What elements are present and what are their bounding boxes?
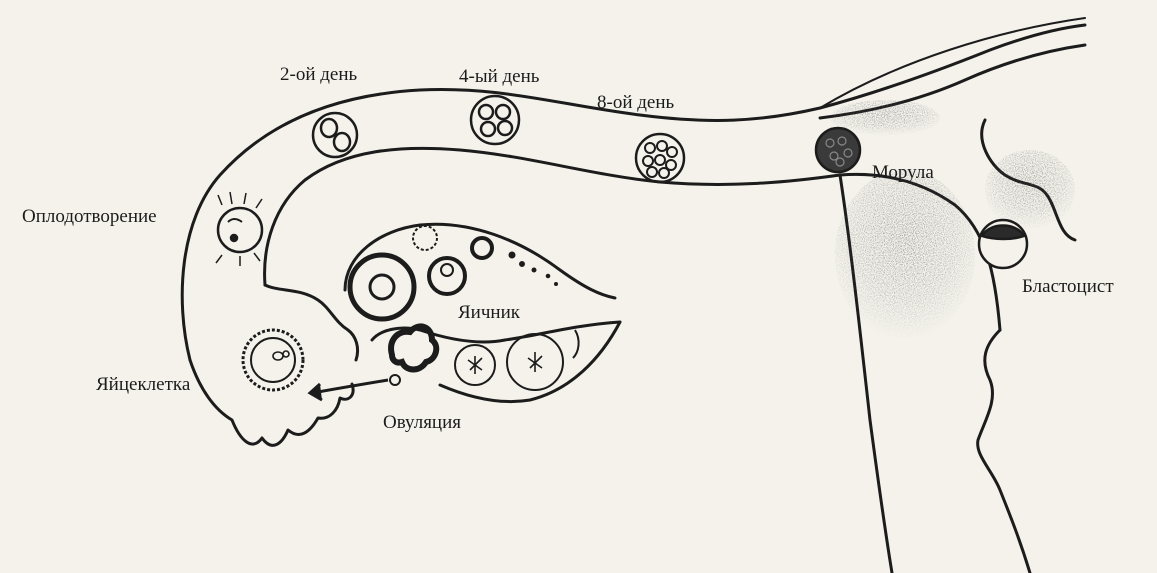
label-ovulation: Овуляция <box>383 412 461 433</box>
two-cell-embryo <box>311 111 359 159</box>
tube-inner-wall <box>263 146 842 287</box>
label-fertilization: Оплодотворение <box>22 206 157 227</box>
fimbriae <box>188 358 355 447</box>
uterus-shading <box>830 100 1075 340</box>
ovulation-arrow <box>307 378 389 402</box>
uterus-top-lines <box>819 17 1086 109</box>
label-morula: Морула <box>872 162 934 183</box>
label-blastocyst: Бластоцист <box>1022 276 1114 297</box>
label-day8: 8-ой день <box>597 92 675 113</box>
label-egg-cell: Яйцеклетка <box>96 374 191 395</box>
morula-cell <box>814 126 862 174</box>
ovary-body <box>343 222 622 404</box>
fertilized-egg-cell <box>215 191 264 266</box>
fimbriae-inner <box>263 283 360 362</box>
label-day2: 2-ой день <box>280 64 358 85</box>
uterus-right-wall <box>976 328 1032 573</box>
egg-cell <box>241 328 305 392</box>
tube-outer-wall <box>180 23 1087 362</box>
eight-cell-embryo <box>634 132 686 184</box>
blastocyst-cell <box>977 218 1029 270</box>
ovary-follicles <box>347 225 580 391</box>
four-cell-embryo <box>469 94 521 146</box>
label-day4: 4-ый день <box>459 66 540 87</box>
label-ovary: Яичник <box>458 302 521 323</box>
ruptured-follicle <box>388 323 440 386</box>
